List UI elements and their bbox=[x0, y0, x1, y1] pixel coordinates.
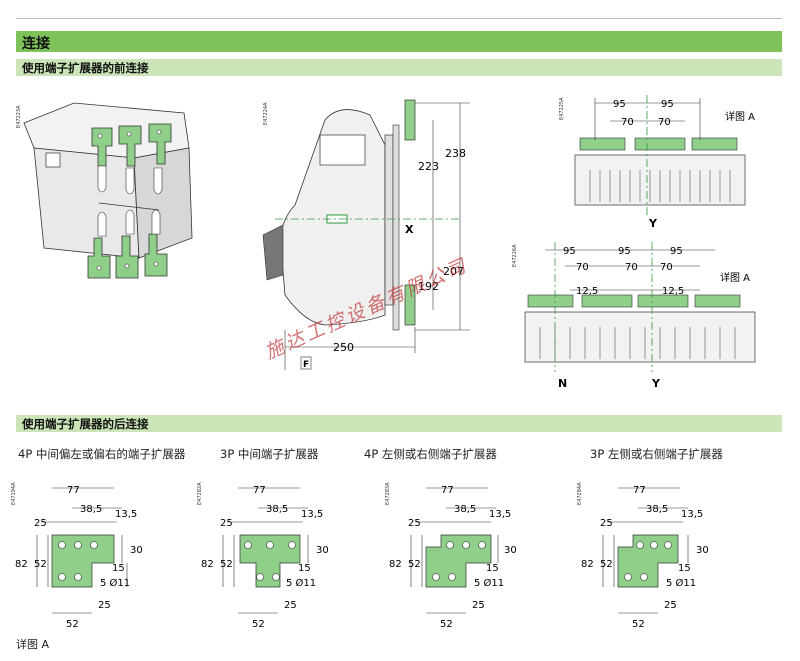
dim-38-5: 38,5 bbox=[454, 504, 476, 515]
dim-95c: 95 bbox=[670, 246, 683, 257]
dim-38-5: 38,5 bbox=[80, 504, 102, 515]
dim-52b: 52 bbox=[252, 619, 265, 630]
footer-detail-label: 详图 A bbox=[16, 638, 50, 651]
dim-250: 250 bbox=[333, 341, 354, 354]
dim-77: 77 bbox=[253, 485, 266, 496]
dim-15: 15 bbox=[486, 563, 499, 574]
section-header: 连接 bbox=[16, 31, 782, 52]
dim-82: 82 bbox=[201, 559, 214, 570]
dim-70c: 70 bbox=[660, 262, 673, 273]
dim-70a: 70 bbox=[621, 117, 634, 128]
dim-52b: 52 bbox=[440, 619, 453, 630]
dim-30: 30 bbox=[696, 545, 709, 556]
dim-13-5: 13,5 bbox=[681, 509, 703, 520]
dim-82: 82 bbox=[389, 559, 402, 570]
dim-25b: 25 bbox=[98, 600, 111, 611]
subsection-title-rear: 使用端子扩展器的后连接 bbox=[22, 417, 149, 431]
dim-52b: 52 bbox=[632, 619, 645, 630]
subsection-title-front: 使用端子扩展器的前连接 bbox=[22, 61, 149, 75]
hole-spec: 5 Ø11 bbox=[474, 577, 504, 589]
dim-52a: 52 bbox=[408, 559, 421, 570]
dim-30: 30 bbox=[130, 545, 143, 556]
top-rule bbox=[16, 18, 782, 19]
dim-70b: 70 bbox=[658, 117, 671, 128]
dim-95b: 95 bbox=[618, 246, 631, 257]
fig-code: E47282A bbox=[197, 482, 203, 505]
dim-77: 77 bbox=[441, 485, 454, 496]
dim-15: 15 bbox=[298, 563, 311, 574]
rear-extender-figure-4: E47284A 77 38,5 13,5 25 30 82 52 15 5 Ø1… bbox=[577, 482, 709, 630]
hole-spec: 5 Ø11 bbox=[286, 577, 316, 589]
hole-spec: 5 Ø11 bbox=[666, 577, 696, 589]
dim-25a: 25 bbox=[220, 518, 233, 529]
axis-y-label: Y bbox=[651, 377, 661, 390]
dim-25b: 25 bbox=[284, 600, 297, 611]
dim-52a: 52 bbox=[220, 559, 233, 570]
dim-52a: 52 bbox=[600, 559, 613, 570]
top-view-3p-figure: E47225A 95 95 70 70 详图 A Y bbox=[559, 95, 755, 230]
iso-breaker-figure: E47223A bbox=[16, 102, 193, 279]
section-title: 连接 bbox=[22, 36, 50, 52]
side-view-figure: E47224A X 238 223 207 192 250 F bbox=[262, 99, 470, 370]
dim-82: 82 bbox=[15, 559, 28, 570]
axis-n-label: N bbox=[558, 377, 567, 390]
front-f-label: F bbox=[303, 360, 309, 370]
rear-caption-3: 4P 左侧或右侧端子扩展器 bbox=[364, 447, 497, 461]
rear-caption-2: 3P 中间端子扩展器 bbox=[220, 447, 319, 461]
fig-code: E47226A bbox=[512, 244, 518, 267]
detail-a-label: 详图 A bbox=[720, 271, 750, 284]
dim-30: 30 bbox=[504, 545, 517, 556]
dim-70a: 70 bbox=[576, 262, 589, 273]
dim-13-5: 13,5 bbox=[489, 509, 511, 520]
fig-code: E47284A bbox=[577, 482, 583, 505]
rear-extender-figure-3: E47283A 77 38,5 13,5 25 30 82 52 15 5 Ø1… bbox=[385, 482, 517, 630]
subsection-header-rear: 使用端子扩展器的后连接 bbox=[16, 415, 782, 432]
fig-code: E47194A bbox=[11, 482, 17, 505]
dim-77: 77 bbox=[67, 485, 80, 496]
fig-code: E47225A bbox=[559, 97, 565, 120]
dim-125b: 12,5 bbox=[662, 286, 684, 297]
dim-95a: 95 bbox=[563, 246, 576, 257]
dim-25b: 25 bbox=[472, 600, 485, 611]
top-view-4p-figure: E47226A 95 95 95 70 70 70 12,5 12,5 详图 A… bbox=[512, 242, 756, 390]
dim-125a: 12,5 bbox=[576, 286, 598, 297]
dim-192: 192 bbox=[418, 280, 439, 293]
dim-25a: 25 bbox=[34, 518, 47, 529]
rear-extender-figure-2: E47282A 77 38,5 13,5 25 30 82 52 15 5 Ø1… bbox=[197, 482, 329, 630]
dim-13-5: 13,5 bbox=[301, 509, 323, 520]
dim-52b: 52 bbox=[66, 619, 79, 630]
dim-207: 207 bbox=[443, 265, 464, 278]
fig-code: E47283A bbox=[385, 482, 391, 505]
dim-13-5: 13,5 bbox=[115, 509, 137, 520]
dim-95a: 95 bbox=[613, 99, 626, 110]
detail-a-label: 详图 A bbox=[725, 110, 755, 123]
dim-38-5: 38,5 bbox=[266, 504, 288, 515]
dim-15: 15 bbox=[112, 563, 125, 574]
dim-82: 82 bbox=[581, 559, 594, 570]
rear-caption-1: 4P 中间偏左或偏右的端子扩展器 bbox=[18, 447, 186, 461]
dim-95b: 95 bbox=[661, 99, 674, 110]
dim-77: 77 bbox=[633, 485, 646, 496]
axis-y-label: Y bbox=[648, 217, 658, 230]
dim-25b: 25 bbox=[664, 600, 677, 611]
fig-code: E47224A bbox=[263, 102, 269, 125]
dim-223: 223 bbox=[418, 160, 439, 173]
hole-spec: 5 Ø11 bbox=[100, 577, 130, 589]
dim-15: 15 bbox=[678, 563, 691, 574]
fig-code: E47223A bbox=[16, 105, 22, 128]
dim-30: 30 bbox=[316, 545, 329, 556]
dim-25a: 25 bbox=[408, 518, 421, 529]
subsection-header-front: 使用端子扩展器的前连接 bbox=[16, 59, 782, 76]
dim-25a: 25 bbox=[600, 518, 613, 529]
dim-238: 238 bbox=[445, 147, 466, 160]
dim-38-5: 38,5 bbox=[646, 504, 668, 515]
rear-caption-4: 3P 左侧或右侧端子扩展器 bbox=[590, 447, 723, 461]
dim-70b: 70 bbox=[625, 262, 638, 273]
rear-extender-figure-1: E47194A 77 38,5 13,5 25 30 82 52 15 5 Ø1… bbox=[11, 482, 143, 630]
axis-x-label: X bbox=[405, 223, 414, 236]
dim-52a: 52 bbox=[34, 559, 47, 570]
